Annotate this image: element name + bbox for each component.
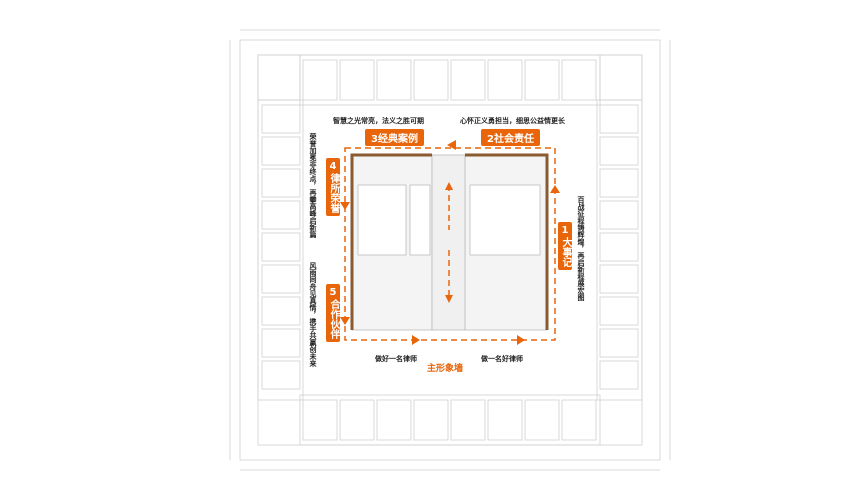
caption-left-bottom: 风雨同舟见真情，携手共赢创未来 bbox=[309, 262, 317, 367]
section-number: 5 bbox=[329, 287, 337, 298]
section-label: 律所荣誉 bbox=[328, 173, 339, 213]
caption-bottom-left: 做好一名律师 bbox=[375, 355, 417, 363]
section-tag-2: 2社会责任 bbox=[481, 129, 540, 146]
section-label: 社会责任 bbox=[493, 134, 534, 145]
caption-top-left: 智慧之光常亮，法义之胜可期 bbox=[333, 117, 424, 125]
section-number: 1 bbox=[561, 225, 569, 236]
section-number: 2 bbox=[487, 134, 494, 145]
section-label: 经典案例 bbox=[377, 134, 418, 145]
section-number: 3 bbox=[371, 134, 378, 145]
main-image-wall-label: 主形象墙 bbox=[427, 364, 464, 374]
caption-right: 百战征程铸辉煌，再启新程展宏图 bbox=[577, 196, 585, 301]
caption-top-right: 心怀正义勇担当，细思公益情更长 bbox=[460, 117, 565, 125]
caption-bottom-right: 做一名好律师 bbox=[481, 355, 523, 363]
section-tag-3: 3经典案例 bbox=[365, 129, 424, 146]
section-label: 大事记 bbox=[560, 237, 571, 267]
caption-left-top: 荣誉加冕非终点，再攀高峰启新篇 bbox=[309, 133, 317, 238]
section-label: 合作伙伴 bbox=[328, 299, 339, 339]
section-number: 4 bbox=[329, 161, 337, 172]
